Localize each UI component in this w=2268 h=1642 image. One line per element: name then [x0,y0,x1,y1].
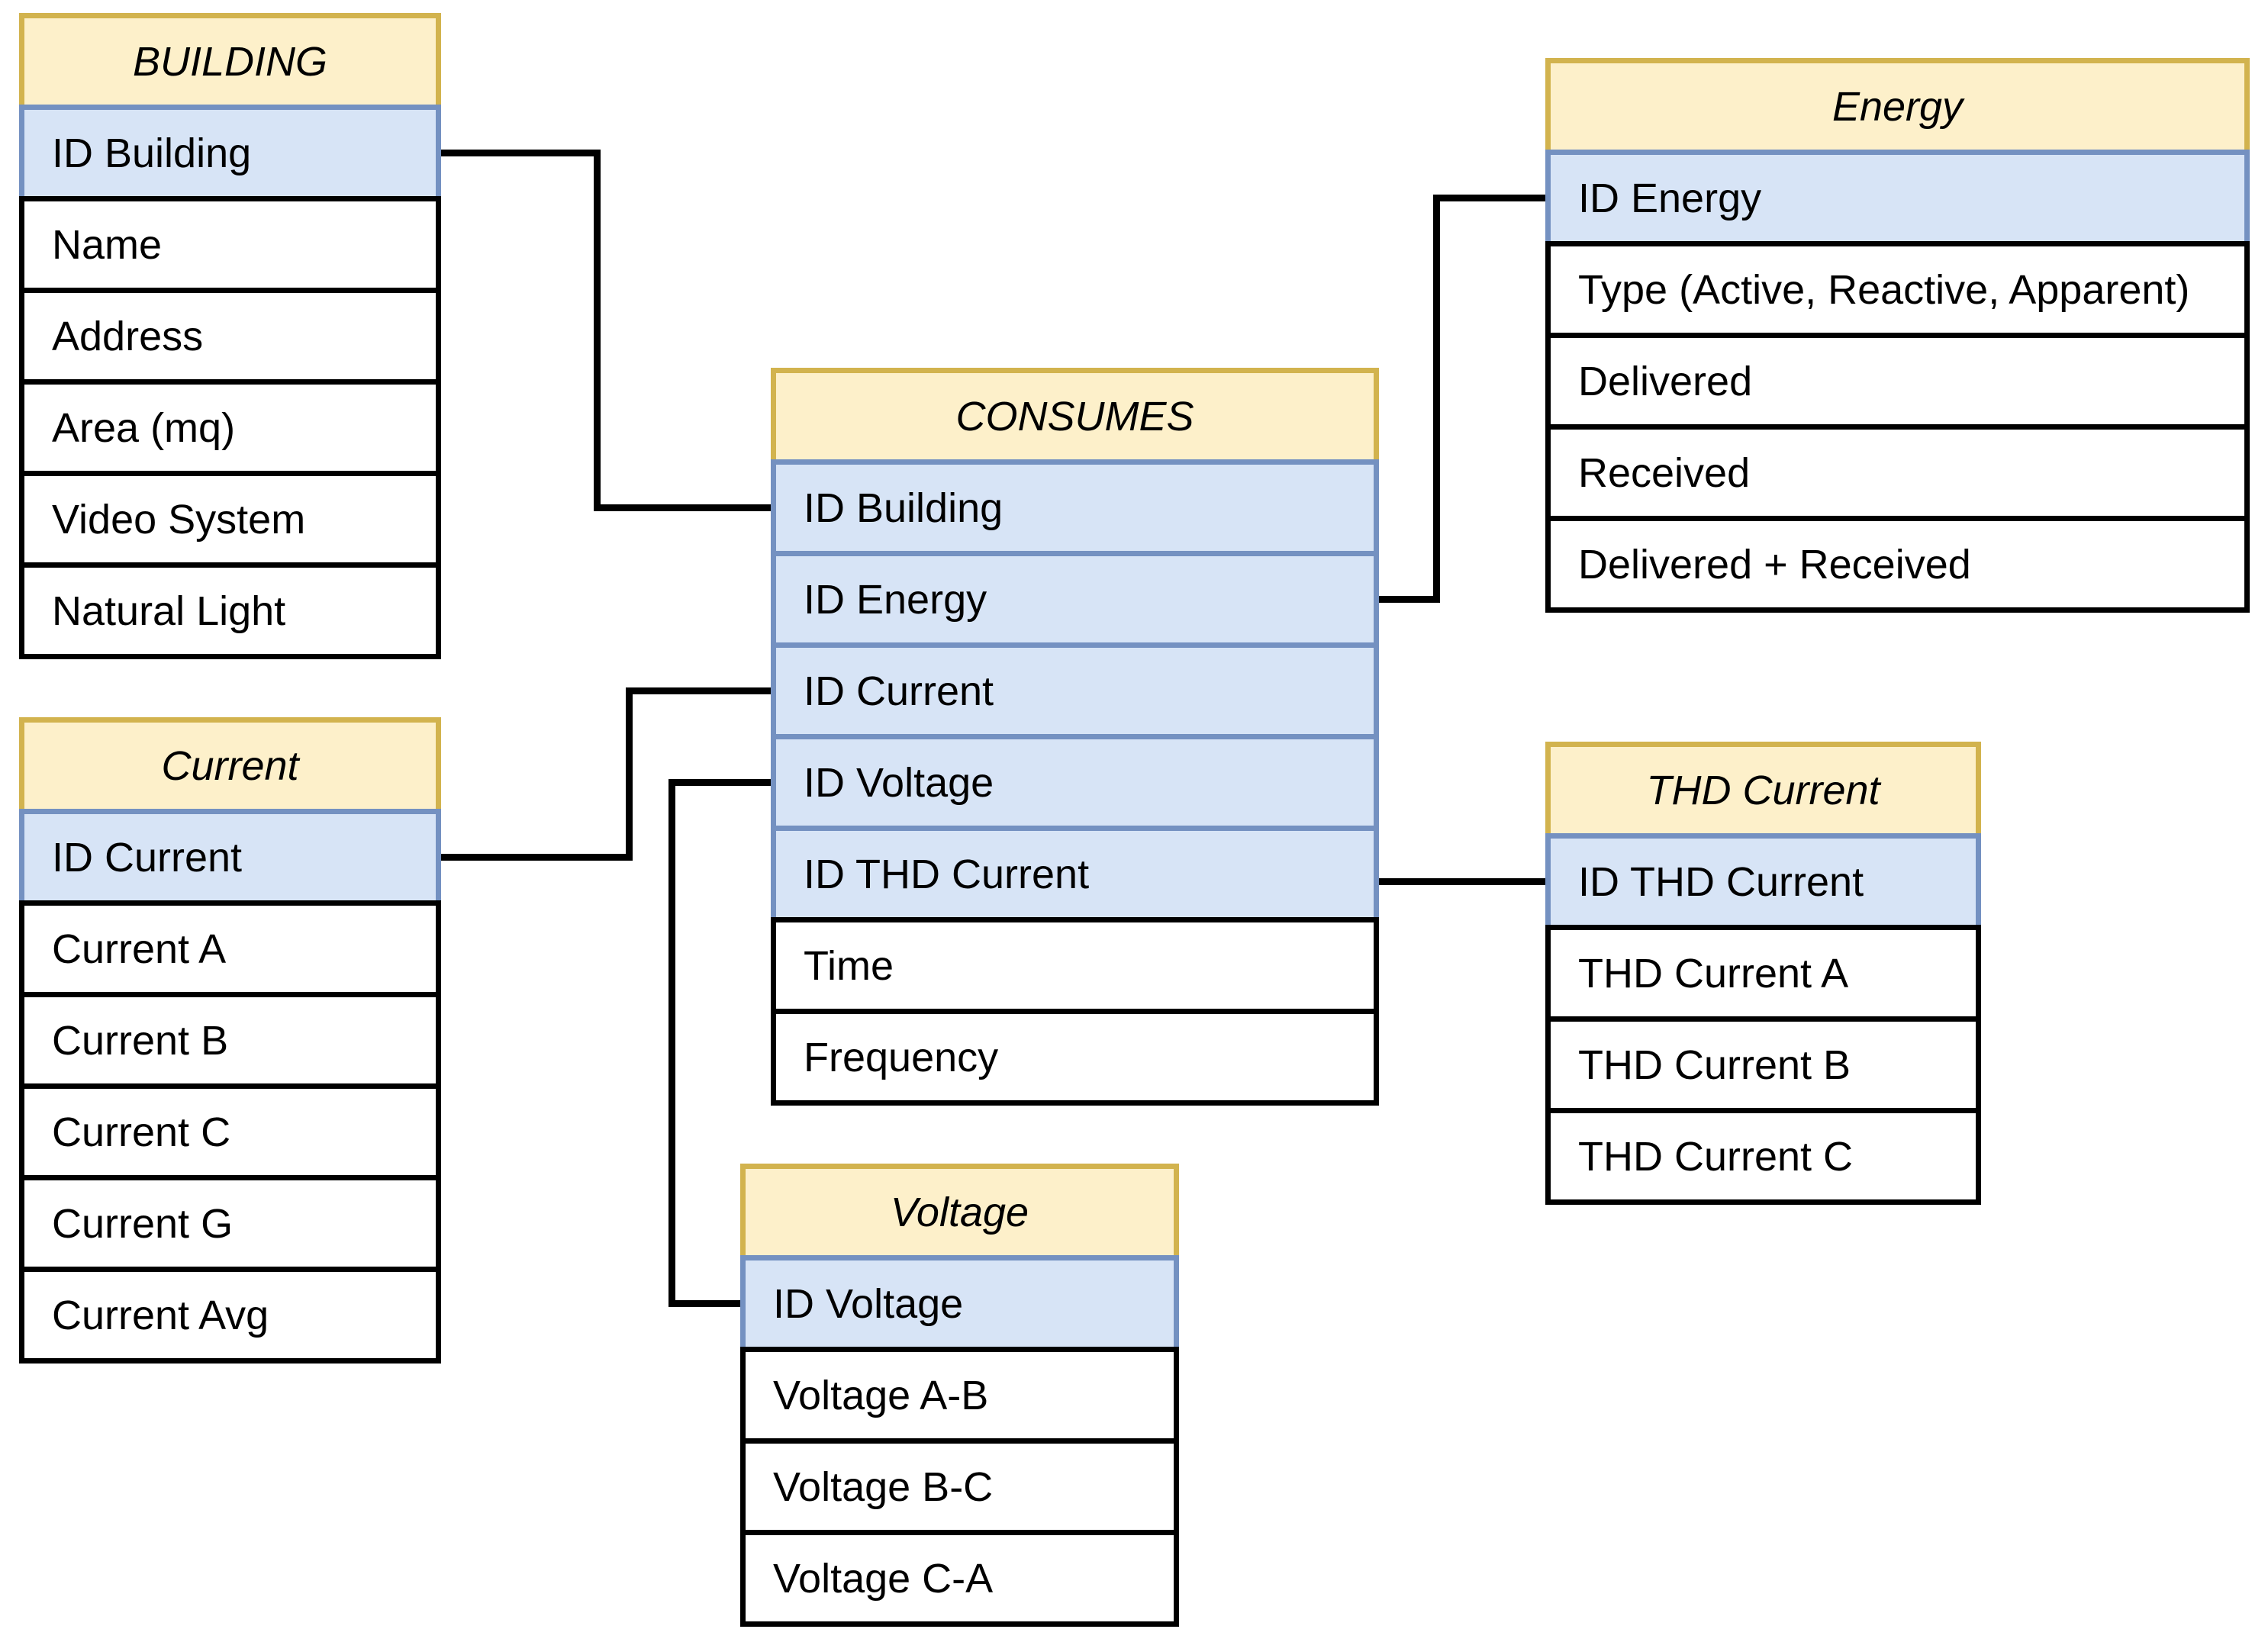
relationship-line-energy-consumes-v [1433,195,1440,603]
key-attribute-row: ID Building [771,459,1379,556]
relationship-line-building-consumes-h2 [594,504,771,511]
key-attribute-row: ID THD Current [1545,833,1981,930]
entity-building-title: BUILDING [19,13,441,110]
relationship-line-voltage-consumes-h2 [668,1300,740,1307]
entity-energy-table: Energy ID Energy Type (Active, Reactive,… [1545,58,2250,613]
attribute-row: Voltage B-C [740,1438,1179,1535]
entity-building-table: BUILDING ID Building Name Address Area (… [19,13,441,659]
key-attribute-row: ID THD Current [771,826,1379,922]
relationship-line-thd-consumes-h [1379,878,1545,885]
entity-consumes-table: CONSUMES ID Building ID Energy ID Curren… [771,368,1379,1106]
attribute-row: Current G [19,1175,441,1272]
entity-thd-current-title: THD Current [1545,742,1981,839]
attribute-row: Delivered + Received [1545,516,2250,613]
relationship-line-energy-consumes-h2 [1433,195,1545,201]
relationship-line-current-consumes-v [626,687,633,861]
entity-voltage-title: Voltage [740,1164,1179,1260]
attribute-row: THD Current C [1545,1108,1981,1205]
relationship-line-building-consumes-v [594,150,601,511]
attribute-row: Current C [19,1083,441,1180]
attribute-row: Address [19,288,441,385]
relationship-line-current-consumes-h1 [441,854,633,861]
attribute-row: Voltage A-B [740,1347,1179,1444]
entity-consumes-title: CONSUMES [771,368,1379,465]
key-attribute-row: ID Current [19,809,441,906]
attribute-row: THD Current A [1545,925,1981,1022]
relationship-line-building-consumes-h1 [441,150,601,156]
attribute-row: Frequency [771,1009,1379,1106]
attribute-row: Voltage C-A [740,1530,1179,1627]
relationship-line-energy-consumes-h1 [1379,596,1440,603]
attribute-row: Video System [19,471,441,568]
entity-thd-current-table: THD Current ID THD Current THD Current A… [1545,742,1981,1205]
entity-voltage-table: Voltage ID Voltage Voltage A-B Voltage B… [740,1164,1179,1627]
key-attribute-row: ID Voltage [771,734,1379,831]
key-attribute-row: ID Energy [771,551,1379,648]
attribute-row: Time [771,917,1379,1014]
attribute-row: Received [1545,424,2250,521]
relationship-line-voltage-consumes-h1 [668,779,771,786]
attribute-row: Delivered [1545,333,2250,430]
attribute-row: THD Current B [1545,1016,1981,1113]
entity-current-table: Current ID Current Current A Current B C… [19,717,441,1364]
attribute-row: Type (Active, Reactive, Apparent) [1545,241,2250,338]
key-attribute-row: ID Building [19,105,441,201]
key-attribute-row: ID Voltage [740,1255,1179,1352]
attribute-row: Current Avg [19,1267,441,1364]
relationship-line-current-consumes-h2 [626,687,771,694]
attribute-row: Name [19,196,441,293]
attribute-row: Current A [19,900,441,997]
entity-current-title: Current [19,717,441,814]
entity-energy-title: Energy [1545,58,2250,155]
key-attribute-row: ID Energy [1545,150,2250,246]
attribute-row: Natural Light [19,562,441,659]
relationship-line-voltage-consumes-v [668,779,675,1307]
key-attribute-row: ID Current [771,642,1379,739]
attribute-row: Current B [19,992,441,1089]
attribute-row: Area (mq) [19,379,441,476]
